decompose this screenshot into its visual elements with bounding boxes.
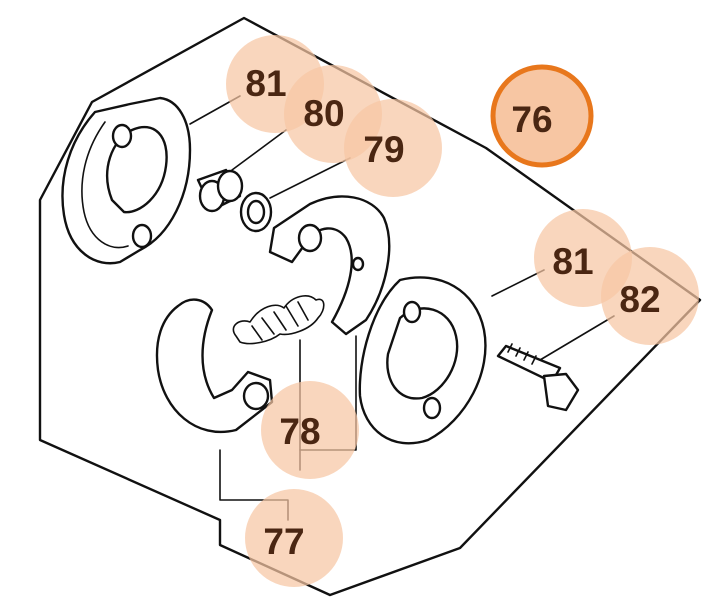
washer-part[interactable] — [239, 191, 273, 233]
spring-part[interactable] — [232, 295, 325, 345]
callout-78[interactable]: 78 — [261, 381, 359, 479]
carrier-plate-right[interactable] — [358, 276, 487, 445]
callout-80-label: 80 — [303, 93, 344, 134]
callout-82[interactable]: 82 — [601, 247, 699, 345]
callout-76[interactable]: 76 — [490, 64, 594, 168]
callout-79[interactable]: 79 — [344, 99, 442, 197]
bolt-part[interactable] — [496, 343, 580, 412]
clutch-shoe-lower[interactable] — [155, 298, 274, 434]
callout-79-label: 79 — [363, 129, 404, 170]
sleeve-part[interactable] — [196, 168, 244, 213]
carrier-plate-left[interactable] — [61, 96, 192, 265]
callout-81-right-label: 81 — [552, 241, 593, 282]
callout-78-label: 78 — [279, 411, 320, 452]
callout-77-label: 77 — [263, 521, 304, 562]
clutch-shoe-upper[interactable] — [268, 195, 391, 336]
callout-82-label: 82 — [619, 279, 660, 320]
callout-76-label: 76 — [511, 99, 552, 140]
callout-81-top-label: 81 — [245, 63, 286, 104]
callout-77[interactable]: 77 — [245, 489, 343, 587]
